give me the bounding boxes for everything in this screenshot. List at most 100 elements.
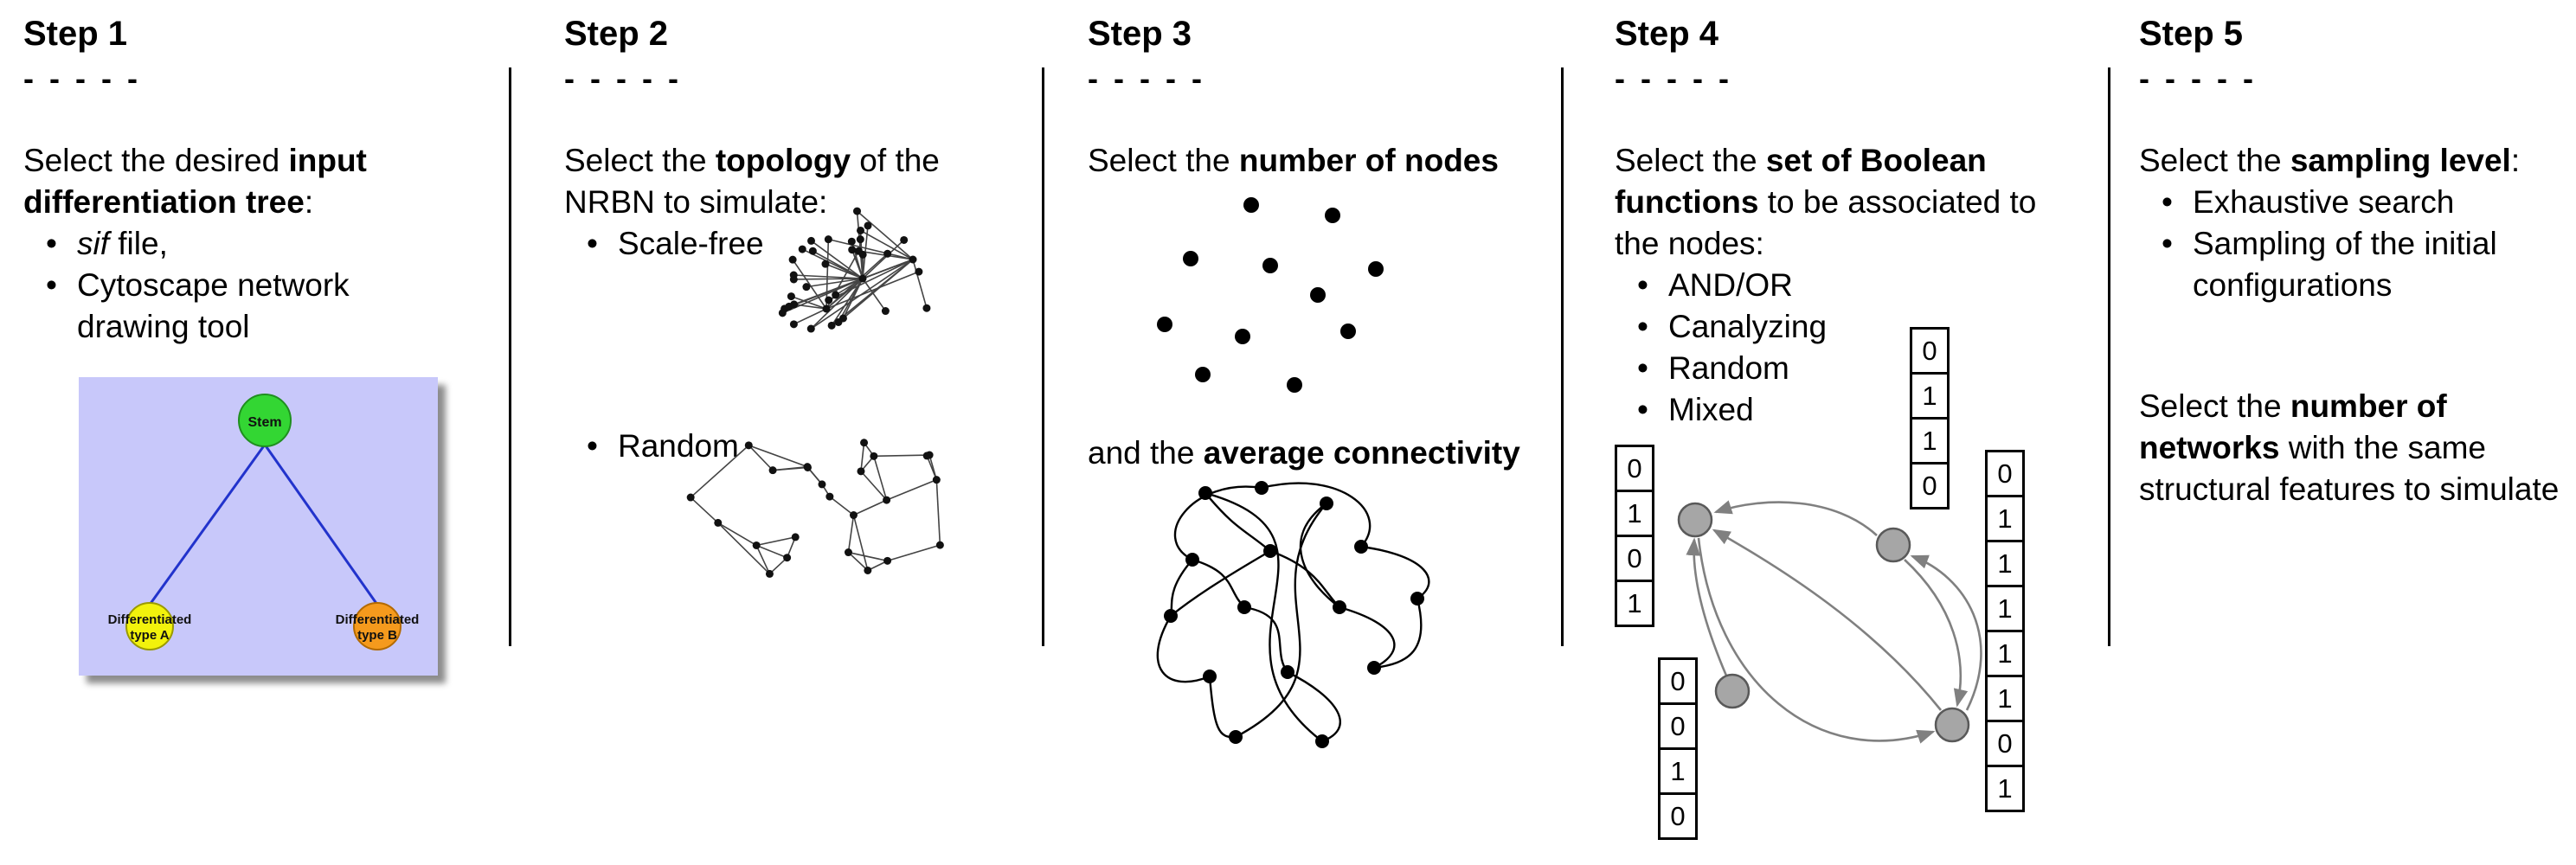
network-node xyxy=(870,452,877,460)
network-edge xyxy=(848,516,853,553)
nodes-scatter-figure xyxy=(1140,193,1426,405)
network-node xyxy=(839,314,847,322)
truth-table-cell: 1 xyxy=(1985,765,2025,812)
step4-intro-pre: Select the xyxy=(1615,143,1766,178)
truth-table-left: 0 1 0 1 xyxy=(1615,445,1654,627)
network-node xyxy=(753,541,761,549)
network-edge xyxy=(887,480,937,500)
truth-table-bottom-left: 0 0 1 0 xyxy=(1658,657,1698,840)
step5-bullet-exhaustive: •Exhaustive search xyxy=(2139,182,2576,223)
network-edge xyxy=(888,545,941,561)
bullet-icon: • xyxy=(2139,223,2193,306)
step2-intro-bold: topology xyxy=(716,143,851,178)
truth-table-cell: 1 xyxy=(1985,630,2025,677)
network-node xyxy=(785,303,793,311)
differentiation-tree-svg: Stem Differentiated type A Differentiate… xyxy=(79,377,438,676)
truth-table-cell: 1 xyxy=(1985,495,2025,542)
network-edge xyxy=(748,445,807,467)
network-node xyxy=(790,320,798,328)
truth-table-cell: 1 xyxy=(1910,417,1950,465)
step2-title: Step 2 xyxy=(564,14,1014,54)
network-node xyxy=(845,548,852,556)
network-node xyxy=(857,467,864,475)
network-node xyxy=(848,246,856,253)
network-node xyxy=(790,275,798,283)
network-edge xyxy=(756,537,795,546)
truth-table-cell: 1 xyxy=(1910,372,1950,420)
step1-bullet-cytoscape: • Cytoscape network drawing tool xyxy=(23,265,486,348)
boolean-nodes xyxy=(1679,503,1969,741)
step1-intro: Select the desired input differentiation… xyxy=(23,140,486,223)
network-edge xyxy=(718,522,770,573)
step5-title: Step 5 xyxy=(2139,14,2576,54)
step3-connectivity-pre: and the xyxy=(1088,435,1204,471)
network-node xyxy=(779,309,787,317)
network-node xyxy=(857,227,864,234)
network-node xyxy=(883,557,891,565)
step5-networks-pre: Select the xyxy=(2139,388,2290,424)
step5-column: Step 5 - - - - - Select the sampling lev… xyxy=(2139,0,2576,850)
network-node xyxy=(714,519,722,527)
truth-table-cell: 1 xyxy=(1985,675,2025,722)
truth-table-cell: 0 xyxy=(1910,327,1950,375)
step1-intro-pre: Select the desired xyxy=(23,143,288,178)
network-node xyxy=(807,325,815,333)
boolean-node xyxy=(1679,503,1712,536)
network-node xyxy=(909,256,917,264)
step1-column: Step 1 - - - - - Select the desired inpu… xyxy=(23,0,486,850)
step5-intro-pre: Select the xyxy=(2139,143,2290,178)
network-edge xyxy=(853,500,886,515)
step4-dashes: - - - - - xyxy=(1615,61,2108,97)
step4-intro: Select the set of Boolean functions to b… xyxy=(1615,140,2052,265)
truth-table-cell: 0 xyxy=(1615,535,1654,582)
truth-table-cell: 1 xyxy=(1985,585,2025,632)
truth-table-top: 0 1 1 0 xyxy=(1910,327,1950,509)
column-divider-1 xyxy=(509,67,511,646)
network-node xyxy=(825,235,832,243)
network-node xyxy=(864,567,871,574)
step1-bullet-sif-file-label: sif file, xyxy=(77,223,168,265)
network-node xyxy=(799,246,806,253)
step2-dashes: - - - - - xyxy=(564,61,1014,97)
network-node xyxy=(848,238,856,246)
differentiation-tree-figure: Stem Differentiated type A Differentiate… xyxy=(79,377,438,676)
step1-title: Step 1 xyxy=(23,14,486,54)
network-node xyxy=(792,533,800,541)
step5-intro-bold: sampling level xyxy=(2290,143,2511,178)
random-network-figure xyxy=(672,407,975,601)
step5-networks-paragraph: Select the number of networks with the s… xyxy=(2139,386,2576,510)
step3-connectivity-line: and the average connectivity xyxy=(1088,432,1520,474)
step1-bullet-cytoscape-label: Cytoscape network drawing tool xyxy=(77,265,363,348)
truth-table-cell: 0 xyxy=(1658,657,1698,705)
bullet-icon: • xyxy=(1615,265,1668,306)
step1-intro-post: : xyxy=(305,184,313,220)
network-node xyxy=(832,292,839,299)
boolean-network-figure: 0 1 1 0 0 1 0 1 0 0 1 0 0 1 1 1 1 1 0 1 xyxy=(1615,311,2117,865)
truth-table-cell: 1 xyxy=(1985,540,2025,587)
network-node xyxy=(936,541,944,549)
column-divider-3 xyxy=(1561,67,1564,646)
network-edge xyxy=(861,443,864,471)
bullet-icon: • xyxy=(23,223,77,265)
network-edge xyxy=(874,455,929,456)
network-node xyxy=(821,260,829,268)
network-edge xyxy=(913,260,927,308)
network-node xyxy=(859,251,867,259)
network-edge xyxy=(691,497,718,522)
connectivity-tangle-figure xyxy=(1140,477,1443,754)
step3-nodes-line: Select the number of nodes xyxy=(1088,140,1559,182)
network-node xyxy=(807,237,815,245)
network-node xyxy=(933,476,941,484)
truth-table-cell: 0 xyxy=(1910,462,1950,509)
network-node xyxy=(828,322,836,330)
step5-intro: Select the sampling level: xyxy=(2139,140,2576,182)
network-node xyxy=(883,497,890,504)
type-b-label-line1: Differentiated xyxy=(336,612,420,627)
network-node xyxy=(745,441,753,449)
step4-title: Step 4 xyxy=(1615,14,2108,54)
network-node xyxy=(883,250,891,258)
step4-bullet-and-or: •AND/OR xyxy=(1615,265,2108,306)
network-node xyxy=(926,452,934,459)
network-edge xyxy=(830,497,854,515)
sif-word: sif xyxy=(77,226,109,261)
